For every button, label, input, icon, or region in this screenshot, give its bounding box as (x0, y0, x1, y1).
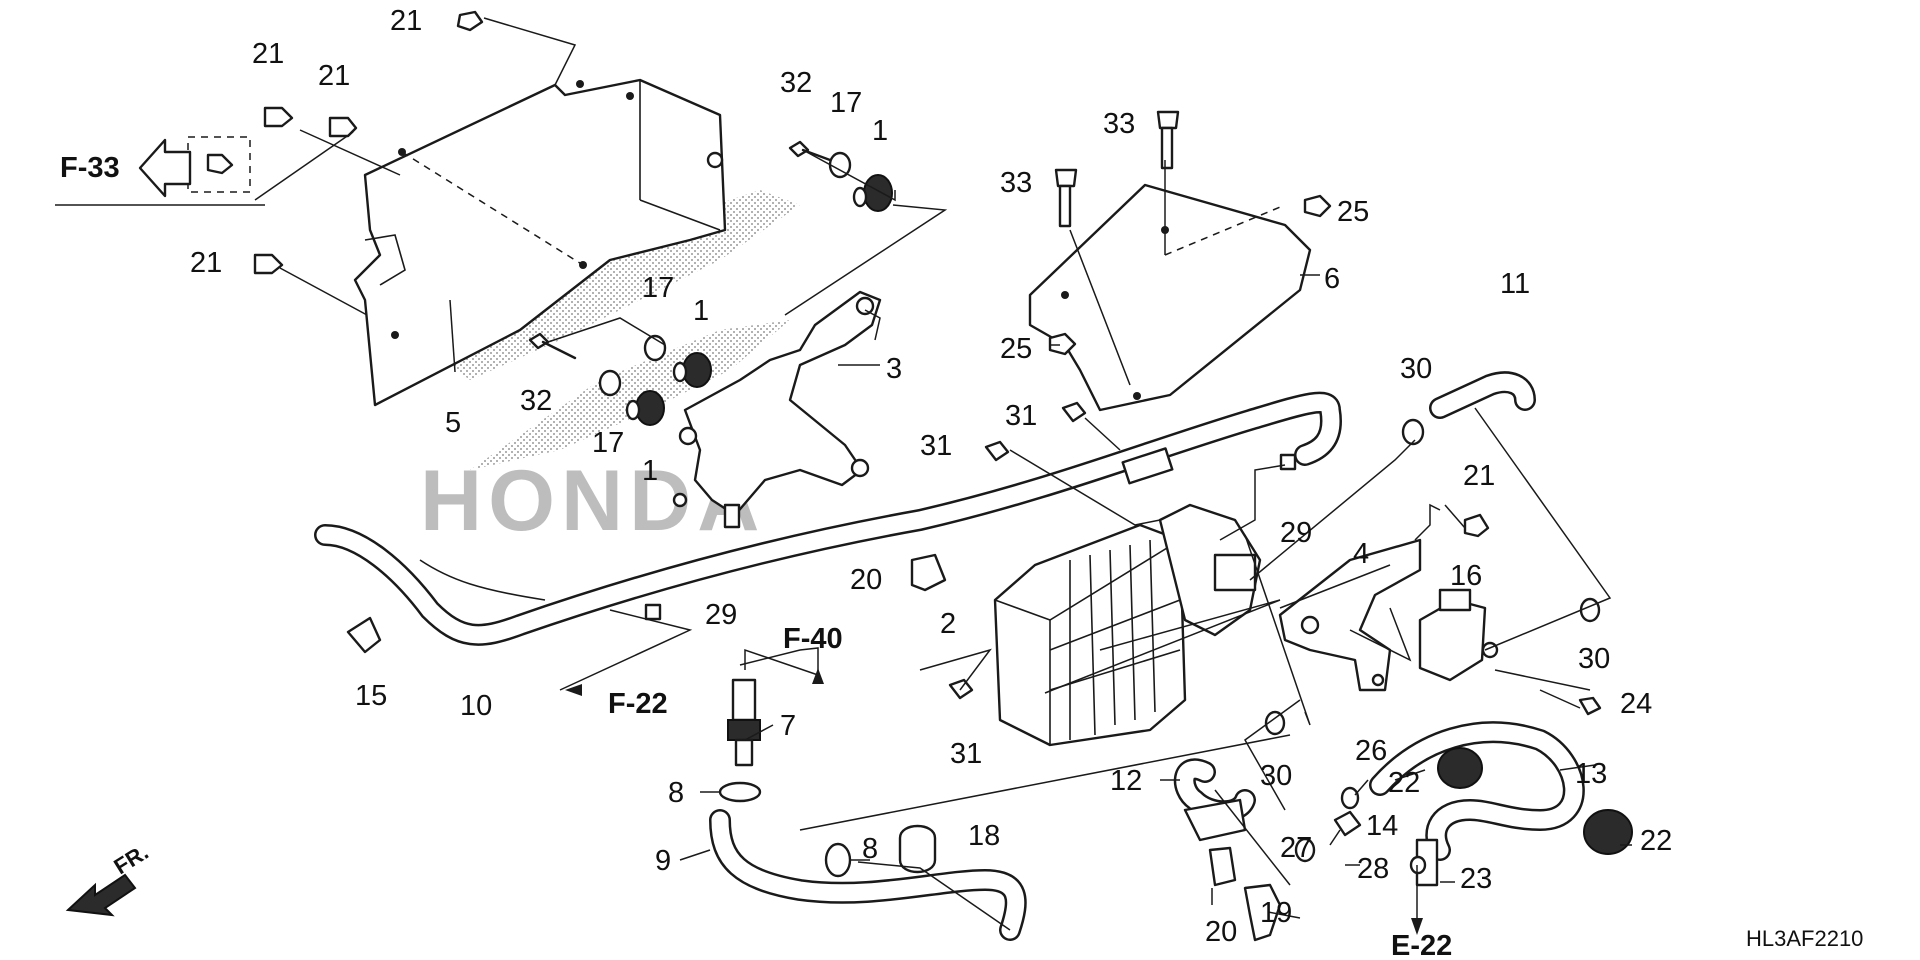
callout-30: 30 (1260, 760, 1292, 792)
rubber-mount-top (852, 174, 893, 212)
clamps-22 (1437, 747, 1633, 855)
part-8-seals (718, 781, 852, 878)
part-13-hose (1369, 721, 1585, 861)
callout-17: 17 (592, 427, 624, 459)
callout-2: 2 (940, 608, 956, 640)
callout-1: 1 (693, 295, 709, 327)
callout-15: 15 (355, 680, 387, 712)
callout-22: 22 (1388, 767, 1420, 799)
callout-17: 17 (642, 272, 674, 304)
callout-11: 11 (1500, 268, 1530, 300)
callout-19: 19 (1260, 897, 1292, 929)
callout-3: 3 (886, 353, 902, 385)
part-9-hose (709, 809, 1027, 941)
part-7-sensor (727, 678, 761, 767)
callout-29: 29 (705, 599, 737, 631)
callout-23: 23 (1460, 863, 1492, 895)
callout-31: 31 (950, 738, 982, 770)
callout-17: 17 (830, 87, 862, 119)
callout-24: 24 (1620, 688, 1652, 720)
parts-14-23-26-27-28 (1294, 786, 1439, 887)
leader-lines (254, 17, 1632, 931)
callout-1: 1 (642, 455, 658, 487)
part-15-clip (346, 616, 382, 654)
callout-31: 31 (1005, 400, 1037, 432)
callout-21: 21 (1463, 460, 1495, 492)
ref-f33: F-33 (60, 152, 120, 184)
callout-32: 32 (520, 385, 552, 417)
callout-8: 8 (862, 833, 878, 865)
callout-27: 27 (1280, 832, 1312, 864)
ref-e22: E-22 (1391, 930, 1452, 960)
f40-arrow-icon (744, 648, 824, 684)
f22-arrow-icon (565, 684, 582, 696)
diagram-code: HL3AF2210 (1746, 926, 1863, 951)
callout-13: 13 (1575, 758, 1607, 790)
part-2-canister (993, 503, 1262, 747)
callout-31: 31 (920, 430, 952, 462)
callout-6: 6 (1324, 263, 1340, 295)
bolts-33 (1054, 110, 1180, 228)
callout-22: 22 (1640, 825, 1672, 857)
ref-f22: F-22 (608, 688, 668, 720)
e22-arrow-icon (1411, 918, 1423, 935)
clips-21 (206, 10, 1490, 538)
nuts-25 (1048, 194, 1332, 356)
callout-33: 33 (1000, 167, 1032, 199)
part-5-heat-shield (353, 78, 727, 407)
part-12-hose (1173, 758, 1256, 842)
callout-32: 32 (780, 67, 812, 99)
part-6-cover (1028, 183, 1312, 412)
callout-30: 30 (1578, 643, 1610, 675)
callout-28: 28 (1357, 853, 1389, 885)
callout-29: 29 (1280, 517, 1312, 549)
callout-20: 20 (850, 564, 882, 596)
callout-5: 5 (445, 407, 461, 439)
part-4-bracket (1278, 538, 1422, 692)
callout-21: 21 (252, 38, 284, 70)
callout-21: 21 (318, 60, 350, 92)
callout-25: 25 (1337, 196, 1369, 228)
callout-10: 10 (460, 690, 492, 722)
callout-20: 20 (1205, 916, 1237, 948)
callout-7: 7 (780, 710, 796, 742)
small-clips (644, 401, 1602, 736)
part-11-hose (1429, 371, 1536, 419)
f33-arrow-icon (55, 138, 265, 206)
part-20-clip-upper (910, 553, 947, 592)
callout-4: 4 (1353, 538, 1369, 570)
front-label: FR. (109, 839, 152, 879)
part-16-valve (1418, 588, 1499, 682)
callout-26: 26 (1355, 735, 1387, 767)
callout-18: 18 (968, 820, 1000, 852)
part-10-tube (314, 391, 1342, 646)
callout-21: 21 (390, 5, 422, 37)
rubber-mount-mid (672, 352, 712, 388)
part-19-bracket (1243, 883, 1282, 942)
callout-25: 25 (1000, 333, 1032, 365)
callout-16: 16 (1450, 560, 1482, 592)
callout-21: 21 (190, 247, 222, 279)
callout-33: 33 (1103, 108, 1135, 140)
callout-12: 12 (1110, 765, 1142, 797)
collars (598, 151, 852, 397)
ref-f40: F-40 (783, 623, 843, 655)
callout-14: 14 (1366, 810, 1398, 842)
callout-9: 9 (655, 845, 671, 877)
part-3-bracket (672, 290, 882, 529)
part-18-clamp (898, 824, 937, 874)
rubber-mount-low (625, 390, 665, 426)
front-arrow-icon: FR. (65, 839, 153, 917)
detail-box (187, 136, 251, 193)
callout-30: 30 (1400, 353, 1432, 385)
part-20-clip-lower (1208, 846, 1237, 887)
callout-1: 1 (872, 115, 888, 147)
callout-8: 8 (668, 777, 684, 809)
